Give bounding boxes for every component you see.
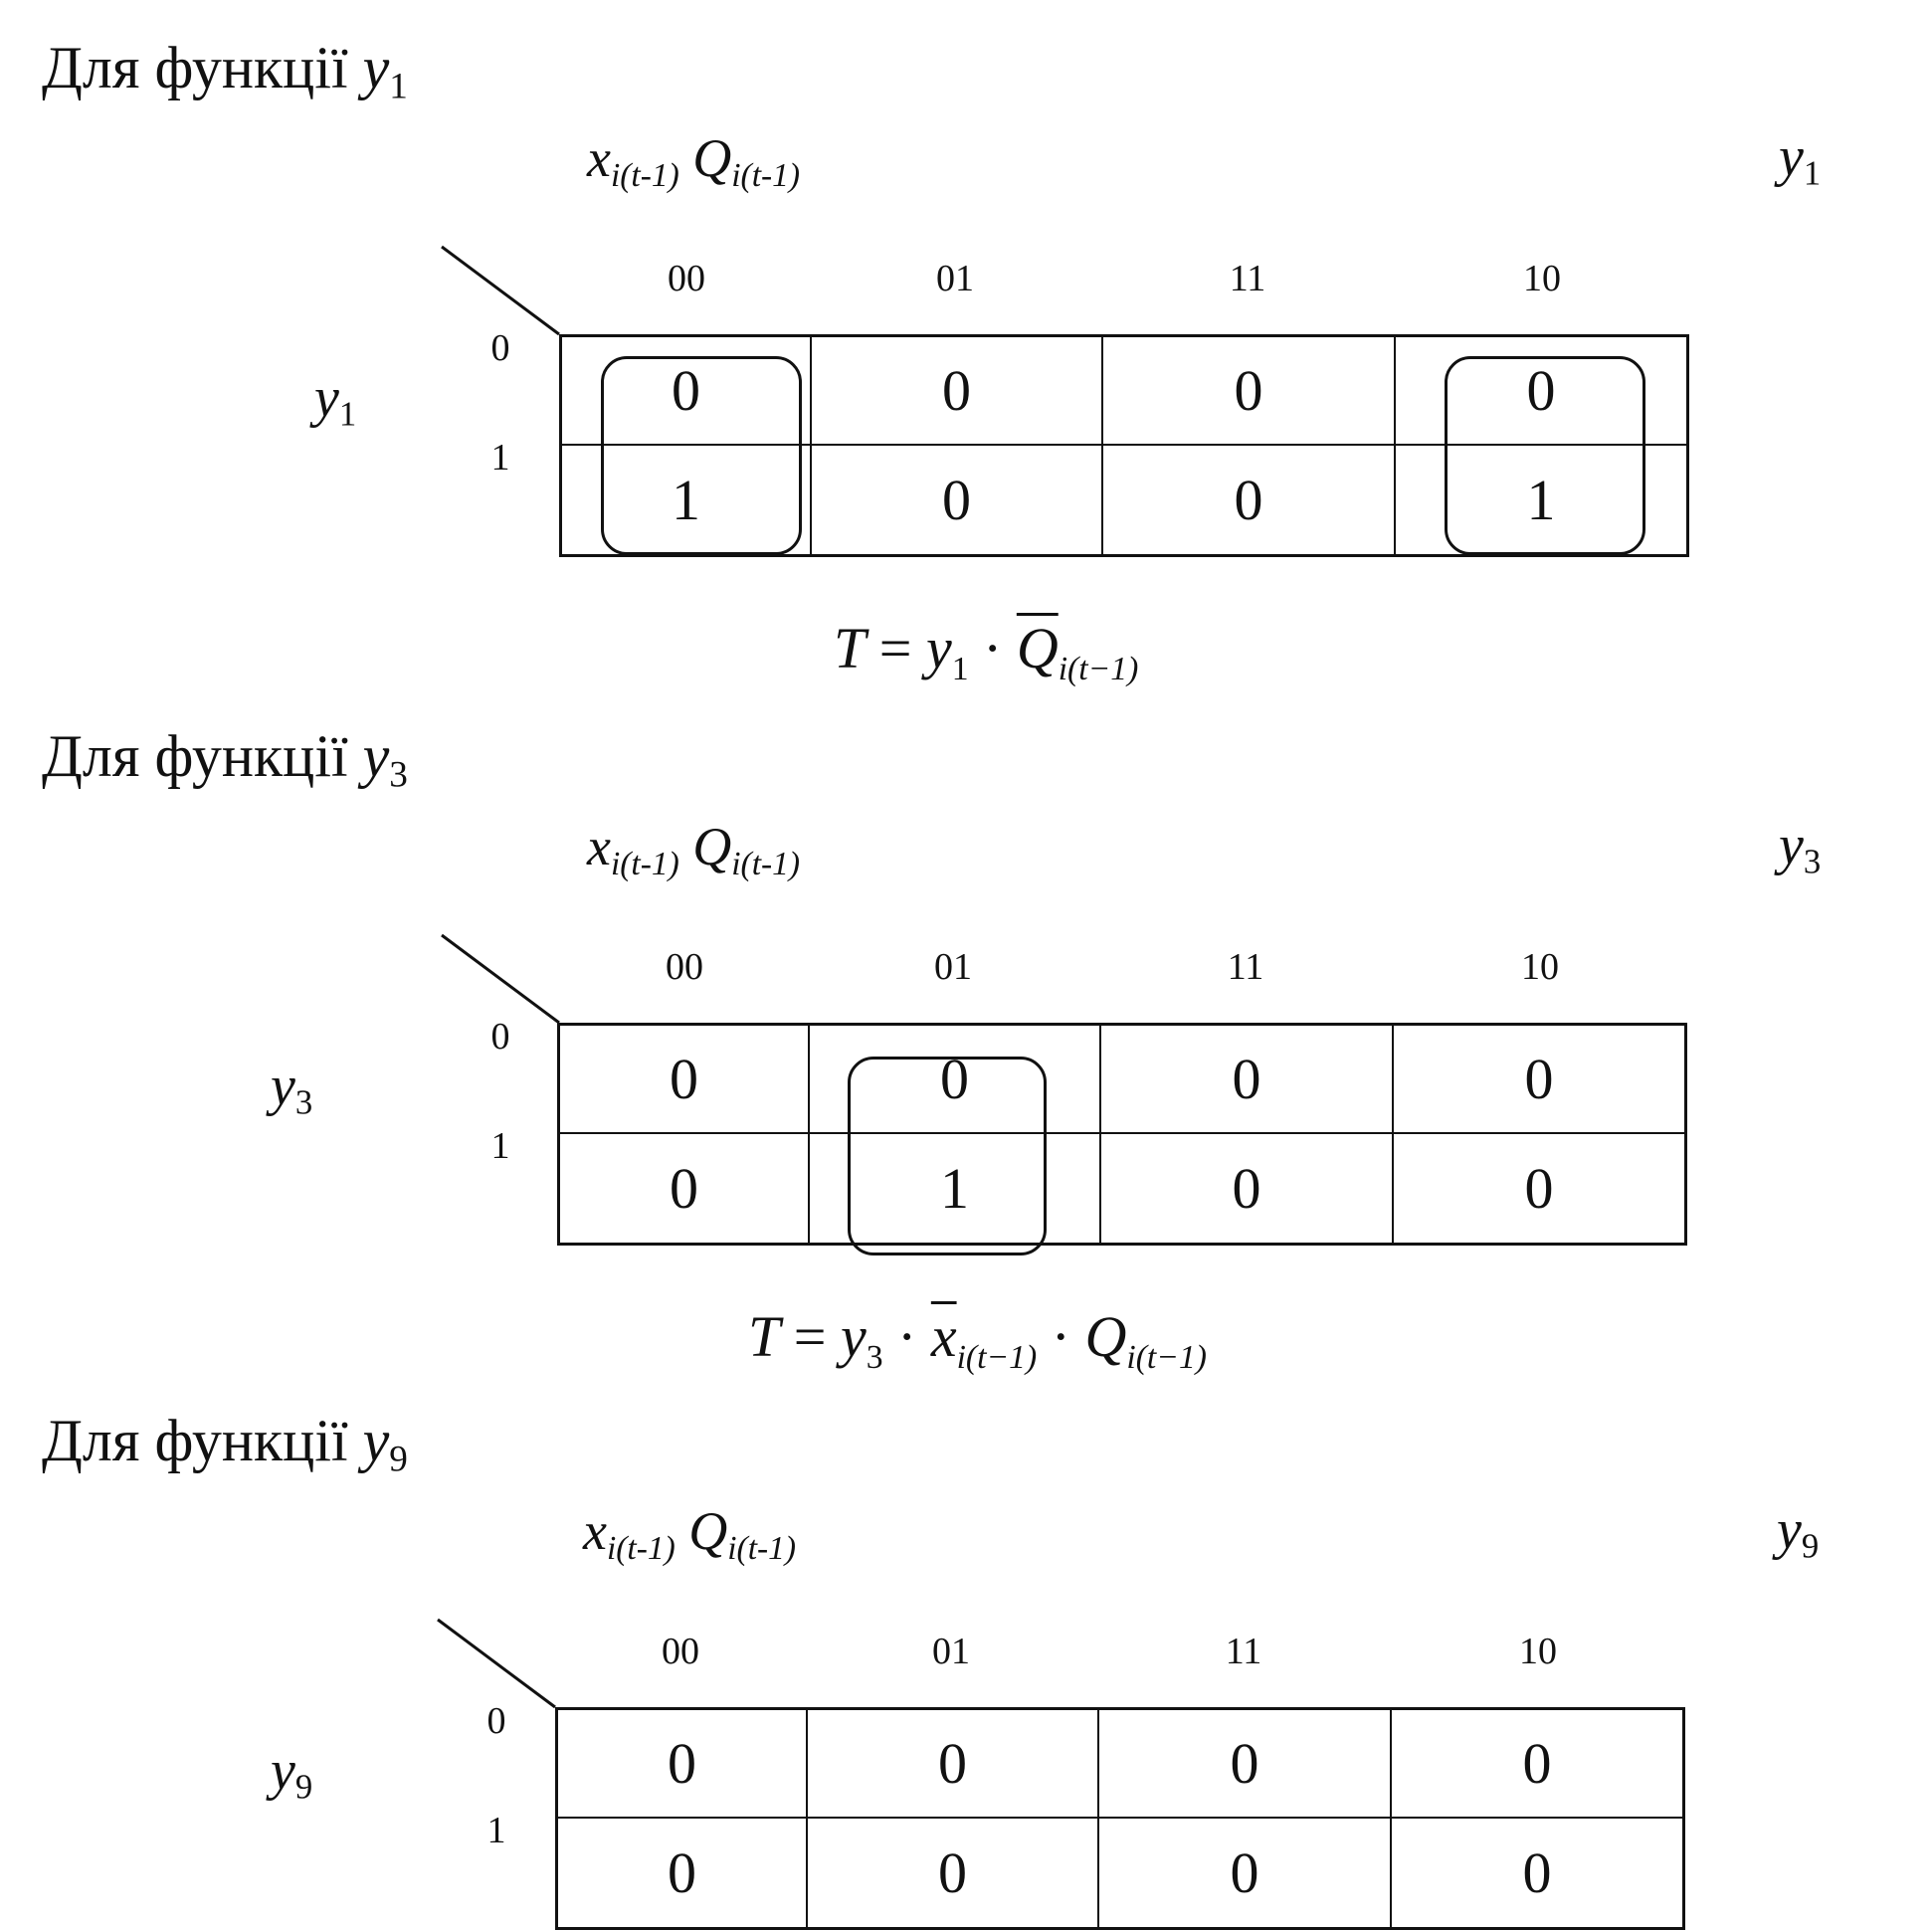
grouping-loop (1445, 356, 1645, 555)
map-cell: 0 (1394, 1026, 1684, 1134)
kmap-section-y9: Для функції y9 xi(t-1) Qi(t-1) y9 00 01 … (0, 1411, 1932, 1930)
map-cell: 0 (562, 337, 812, 446)
function-name: y3 (362, 723, 408, 796)
map-cell: 0 (1103, 446, 1396, 554)
column-header: 10 (1523, 258, 1561, 299)
map-output-label: y3 (1779, 815, 1822, 881)
heading-text: Для функції (42, 723, 348, 789)
corner-diagonal-line (441, 245, 560, 336)
map-cell: 0 (1522, 1840, 1552, 1905)
map-cell: 0 (560, 1134, 810, 1243)
column-header: 01 (934, 946, 972, 988)
corner-diagonal-line (441, 933, 560, 1025)
column-header: 00 (666, 946, 703, 988)
row-variable: y9 (271, 1740, 313, 1807)
row-header: 1 (486, 1810, 506, 1851)
map-cell: 0 (1392, 1710, 1682, 1819)
row-header: 0 (490, 327, 510, 369)
kmap-section-y3: Для функції y3 xi(t-1) Qi(t-1) y3 00 01 … (0, 726, 1932, 1403)
function-name: y1 (362, 35, 408, 107)
section-heading: Для функції y1 (42, 38, 408, 105)
column-header: 00 (668, 258, 705, 299)
map-cell: 0 (1099, 1819, 1392, 1927)
column-header: 10 (1519, 1631, 1557, 1672)
function-name: y9 (362, 1408, 408, 1480)
section-heading: Для функції y9 (42, 1411, 408, 1478)
heading-text: Для функції (42, 35, 348, 100)
row-header: 1 (490, 437, 510, 479)
map-cell: 0 (808, 1710, 1099, 1819)
corner-diagonal-line (437, 1618, 556, 1709)
column-header: 00 (662, 1631, 699, 1672)
map-cell: 0 (558, 1819, 808, 1927)
section-heading: Для функції y3 (42, 726, 408, 794)
map-cell: 0 (1103, 337, 1396, 446)
column-header: 01 (932, 1631, 970, 1672)
map-cell: 0 (1524, 1156, 1554, 1221)
row-header: 0 (486, 1700, 506, 1742)
map-cell: 0 (1101, 1134, 1394, 1243)
map-cell: 0 (808, 1819, 1099, 1927)
column-header: 11 (1229, 258, 1266, 299)
column-variables: xi(t-1) Qi(t-1) (587, 128, 801, 195)
map-cell: 0 (812, 446, 1103, 554)
grouping-loop (848, 1057, 1047, 1255)
map-cell: 0 (560, 1026, 810, 1134)
map-cell: 1 (1526, 468, 1556, 532)
row-variable: y3 (271, 1056, 313, 1122)
karnaugh-map-grid: 0 0 0 0 0 1 0 0 (557, 1023, 1687, 1246)
map-cell: 0 (558, 1710, 808, 1819)
column-header: 01 (936, 258, 974, 299)
map-cell: 0 (1101, 1026, 1394, 1134)
column-variables: xi(t-1) Qi(t-1) (587, 817, 801, 883)
map-output-label: y1 (1779, 126, 1822, 193)
kmap-section-y1: Для функції y1 xi(t-1) Qi(t-1) y1 00 01 … (0, 38, 1932, 714)
map-cell: 0 (812, 337, 1103, 446)
heading-text: Для функції (42, 1408, 348, 1473)
map-cell: 1 (562, 446, 812, 554)
map-cell: 0 (1099, 1710, 1392, 1819)
row-variable: y1 (314, 367, 357, 434)
grouping-loop (601, 356, 802, 555)
column-header: 11 (1225, 1631, 1262, 1672)
map-output-label: y9 (1777, 1499, 1820, 1566)
minimized-formula: T = y3 · xi(t−1) · Qi(t−1) (748, 1304, 1207, 1376)
row-header: 0 (490, 1016, 510, 1058)
column-header: 10 (1521, 946, 1559, 988)
minimized-formula: T = y1 · Qi(t−1) (834, 616, 1139, 687)
row-header: 1 (490, 1125, 510, 1167)
map-cell: 1 (810, 1134, 1101, 1243)
column-variables: xi(t-1) Qi(t-1) (583, 1501, 797, 1568)
karnaugh-map-grid: 0 0 0 0 0 0 0 0 (555, 1707, 1685, 1930)
karnaugh-map-grid: 0 0 0 0 1 0 0 1 (559, 334, 1689, 557)
map-cell: 0 (1396, 337, 1686, 446)
column-header: 11 (1227, 946, 1264, 988)
